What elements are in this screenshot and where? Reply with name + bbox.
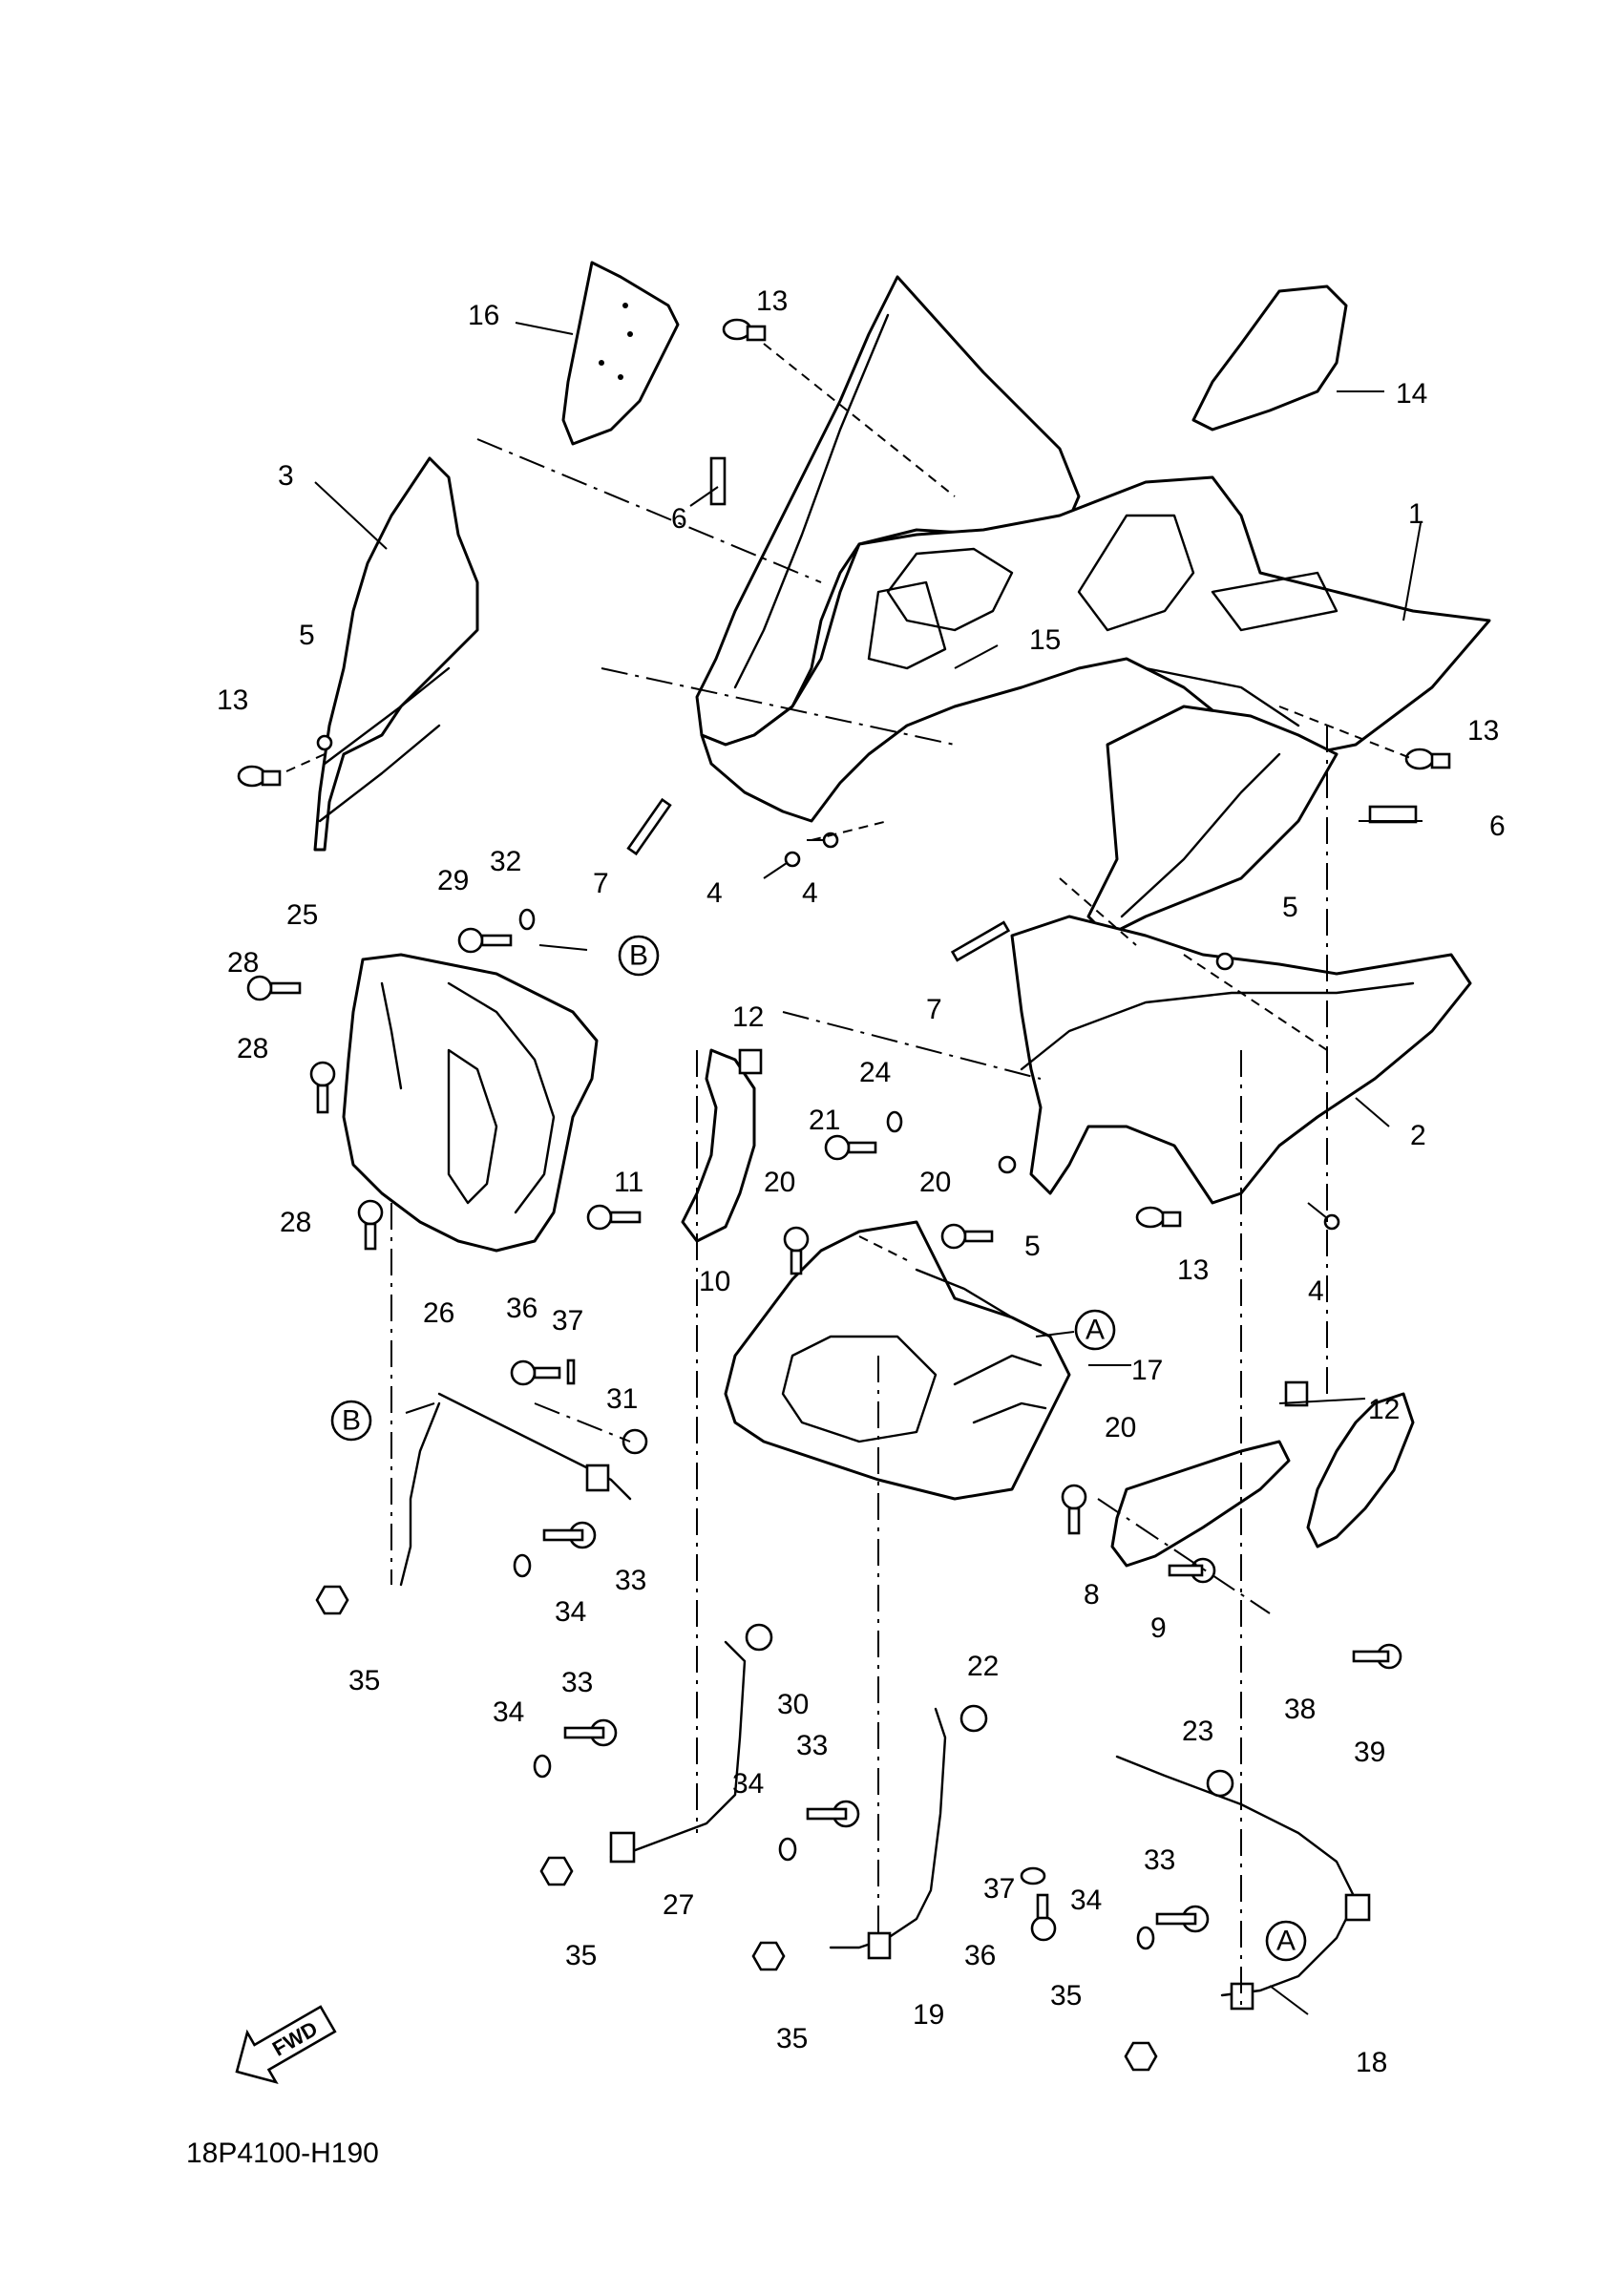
callout-30: 30 — [777, 1689, 809, 1720]
callout-39: 39 — [1354, 1737, 1385, 1768]
callout-20: 20 — [764, 1167, 795, 1198]
part-windshield-and-front-cowling — [695, 275, 1491, 937]
callout-35: 35 — [1050, 1980, 1082, 2012]
callout-5: 5 — [299, 620, 315, 651]
callout-27: 27 — [663, 1889, 694, 1921]
callout-2: 2 — [1410, 1120, 1426, 1151]
callout-10: 10 — [699, 1266, 730, 1297]
callout-33: 33 — [1144, 1844, 1175, 1876]
callout-34: 34 — [555, 1596, 586, 1628]
svg-text:B: B — [342, 1405, 361, 1437]
part-inner-panel-17 — [724, 1220, 1071, 1501]
diagram-code: 18P4100-H190 — [186, 2138, 379, 2169]
part-bracket-8 — [1110, 1440, 1291, 1568]
callout-13: 13 — [1177, 1254, 1209, 1286]
callout-28: 28 — [280, 1207, 311, 1238]
callout-36: 36 — [506, 1293, 537, 1324]
callout-19: 19 — [913, 1999, 944, 2031]
callout-12: 12 — [1368, 1394, 1400, 1425]
callout-33: 33 — [561, 1667, 593, 1698]
part-panel-16 — [561, 261, 680, 446]
callout-leaders — [314, 322, 1423, 2015]
callout-7: 7 — [926, 994, 942, 1025]
part-stay-18 — [1115, 1755, 1371, 2011]
reference-marker-a-low: A — [1265, 1920, 1307, 1962]
callout-numbers: 1 2 3 4 4 4 5 5 5 6 6 7 7 8 9 10 11 12 1… — [217, 285, 1506, 2078]
callout-24: 24 — [859, 1057, 891, 1088]
callout-13: 13 — [756, 285, 788, 317]
callout-4: 4 — [706, 877, 723, 909]
callout-28: 28 — [227, 947, 259, 979]
svg-text:B: B — [629, 940, 648, 972]
callout-25: 25 — [286, 899, 318, 931]
callout-17: 17 — [1131, 1355, 1163, 1386]
callout-5: 5 — [1024, 1231, 1041, 1262]
reference-marker-a-mid: A — [1074, 1309, 1116, 1351]
callout-38: 38 — [1284, 1694, 1316, 1725]
callout-14: 14 — [1396, 378, 1427, 410]
assembly-guide-lines — [285, 343, 1414, 2005]
callout-33: 33 — [615, 1565, 646, 1596]
callout-33: 33 — [796, 1730, 828, 1761]
part-stay-27 — [609, 1640, 747, 1864]
callout-16: 16 — [468, 300, 499, 331]
callout-4: 4 — [1308, 1275, 1324, 1307]
part-bracket-10 — [681, 1048, 756, 1243]
callout-31: 31 — [606, 1383, 638, 1415]
callout-37: 37 — [983, 1873, 1015, 1905]
callout-4: 4 — [802, 877, 818, 909]
callout-11: 11 — [614, 1167, 643, 1198]
callout-15: 15 — [1029, 624, 1061, 656]
callout-37: 37 — [552, 1305, 583, 1337]
callout-35: 35 — [776, 2023, 808, 2054]
callout-23: 23 — [1182, 1716, 1213, 1747]
callout-22: 22 — [967, 1651, 999, 1682]
callout-3: 3 — [278, 460, 294, 492]
part-inner-duct-25 — [342, 953, 599, 1253]
callout-12: 12 — [732, 1001, 764, 1033]
callout-1: 1 — [1408, 498, 1424, 530]
part-bracket-38 — [1306, 1392, 1415, 1548]
callout-6: 6 — [671, 503, 687, 535]
callout-34: 34 — [493, 1696, 524, 1728]
svg-text:A: A — [1276, 1926, 1296, 1957]
callout-21: 21 — [809, 1105, 840, 1136]
reference-marker-b-left: B — [330, 1400, 372, 1442]
hardware-fasteners — [237, 318, 1451, 2072]
callout-13: 13 — [1467, 715, 1499, 747]
callout-7: 7 — [593, 868, 609, 899]
part-panel-14 — [1191, 284, 1348, 432]
callout-20: 20 — [919, 1167, 951, 1198]
callout-29: 29 — [437, 865, 469, 896]
callout-35: 35 — [348, 1665, 380, 1696]
callout-28: 28 — [237, 1033, 268, 1064]
callout-8: 8 — [1084, 1579, 1100, 1611]
callout-13: 13 — [217, 685, 248, 716]
part-stay-26 — [399, 1392, 632, 1587]
callout-34: 34 — [1070, 1885, 1102, 1916]
callout-26: 26 — [423, 1297, 454, 1329]
svg-text:A: A — [1086, 1315, 1105, 1346]
callout-34: 34 — [732, 1768, 764, 1800]
fwd-direction-arrow: FWD — [235, 2005, 337, 2085]
callout-35: 35 — [565, 1940, 597, 1971]
callout-6: 6 — [1489, 811, 1506, 842]
reference-marker-b-top: B — [618, 935, 660, 977]
callout-5: 5 — [1282, 892, 1298, 923]
callout-36: 36 — [964, 1940, 996, 1971]
callout-32: 32 — [490, 846, 521, 877]
part-stay-19 — [829, 1707, 947, 1960]
callout-20: 20 — [1105, 1412, 1136, 1443]
callout-9: 9 — [1150, 1612, 1167, 1644]
part-side-cover-left-3 — [313, 456, 479, 852]
callout-18: 18 — [1356, 2047, 1387, 2078]
